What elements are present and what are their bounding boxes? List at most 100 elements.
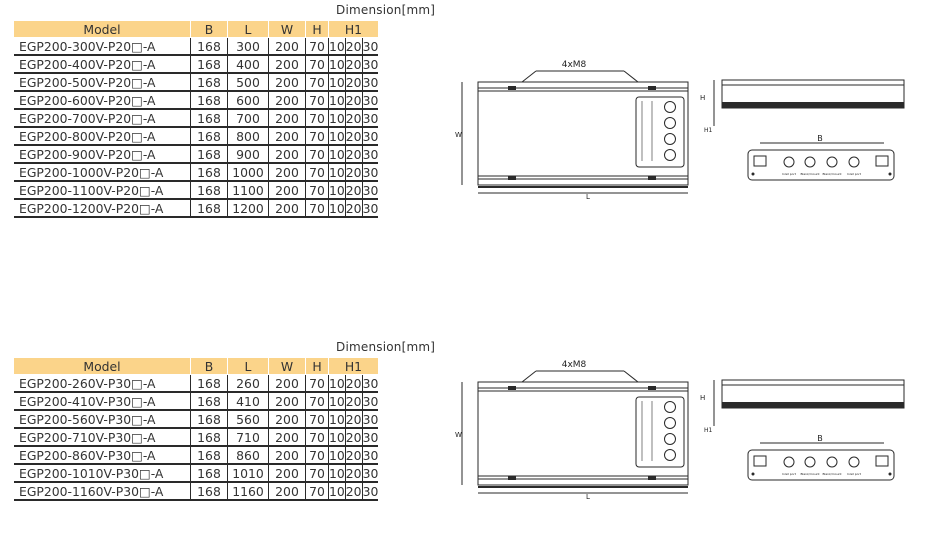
dimension-cell: 70: [305, 181, 329, 200]
dimension-cell: 10: [328, 428, 346, 447]
dimension-cell: 560: [227, 410, 269, 429]
dimension-cell: 20: [345, 91, 363, 110]
dimension-cell: 10: [328, 392, 346, 411]
dimension-cell: 168: [190, 199, 228, 218]
h-label: H: [700, 94, 705, 102]
dimension-cell: 30: [362, 446, 379, 465]
model-cell: EGP200-500V-P20□-A: [14, 73, 191, 92]
dimension-cell: 168: [190, 446, 228, 465]
dimension-cell: 600: [227, 91, 269, 110]
dimension-cell: 200: [268, 446, 306, 465]
header-h: H: [305, 358, 329, 375]
dimension-cell: 168: [190, 410, 228, 429]
dimension-cell: 10: [328, 145, 346, 164]
dimension-cell: 70: [305, 91, 329, 110]
port-label: Inlet port: [847, 172, 862, 176]
dimension-cell: 300: [227, 37, 269, 56]
dimension-cell: 30: [362, 127, 379, 146]
dimension-cell: 20: [345, 145, 363, 164]
dimension-cell: 168: [190, 464, 228, 483]
dimension-cell: 200: [268, 91, 306, 110]
dimension-cell: 168: [190, 91, 228, 110]
dimension-cell: 70: [305, 392, 329, 411]
model-cell: EGP200-300V-P20□-A: [14, 37, 191, 56]
dimension-cell: 30: [362, 163, 379, 182]
thread-label: 4xM8: [562, 60, 587, 70]
dimension-caption: Dimension[mm]: [336, 3, 436, 17]
model-cell: EGP200-1100V-P20□-A: [14, 181, 191, 200]
dimension-cell: 20: [345, 410, 363, 429]
dimension-cell: 10: [328, 55, 346, 74]
dimension-cell: 200: [268, 145, 306, 164]
model-cell: EGP200-1200V-P20□-A: [14, 199, 191, 218]
header-b: B: [190, 358, 228, 375]
dimension-cell: 710: [227, 428, 269, 447]
dimension-cell: 900: [227, 145, 269, 164]
header-w: W: [268, 358, 306, 375]
dimension-cell: 20: [345, 374, 363, 393]
dimension-cell: 20: [345, 73, 363, 92]
dimension-cell: 1200: [227, 199, 269, 218]
model-cell: EGP200-700V-P20□-A: [14, 109, 191, 128]
dimension-cell: 20: [345, 163, 363, 182]
dimension-cell: 168: [190, 181, 228, 200]
dimension-cell: 10: [328, 91, 346, 110]
dimension-cell: 168: [190, 145, 228, 164]
dimension-cell: 10: [328, 374, 346, 393]
header-model: Model: [14, 21, 191, 38]
b-label: B: [817, 134, 823, 143]
dimension-cell: 70: [305, 73, 329, 92]
l-label: L: [586, 193, 590, 201]
model-cell: EGP200-400V-P20□-A: [14, 55, 191, 74]
dimension-cell: 20: [345, 55, 363, 74]
dimension-cell: 10: [328, 410, 346, 429]
dimension-cell: 200: [268, 181, 306, 200]
dimension-cell: 700: [227, 109, 269, 128]
dimension-cell: 168: [190, 482, 228, 501]
side-view-drawing: H H1 B Inlet port Blank/mount Blank/moun…: [700, 79, 905, 181]
dimension-cell: 30: [362, 482, 379, 501]
model-cell: EGP200-710V-P30□-A: [14, 428, 191, 447]
model-cell: EGP200-800V-P20□-A: [14, 127, 191, 146]
dimension-cell: 200: [268, 199, 306, 218]
header-w: W: [268, 21, 306, 38]
dimension-cell: 200: [268, 109, 306, 128]
dimension-cell: 30: [362, 410, 379, 429]
dimension-cell: 168: [190, 428, 228, 447]
dimension-cell: 200: [268, 127, 306, 146]
dimension-cell: 260: [227, 374, 269, 393]
dimension-cell: 30: [362, 392, 379, 411]
dimension-cell: 20: [345, 446, 363, 465]
thread-label: 4xM8: [562, 360, 587, 370]
dimension-cell: 168: [190, 163, 228, 182]
model-cell: EGP200-560V-P30□-A: [14, 410, 191, 429]
dimension-cell: 200: [268, 37, 306, 56]
dimension-cell: 200: [268, 55, 306, 74]
dimension-cell: 200: [268, 73, 306, 92]
spec-section-p30: Dimension[mm] Model B L W H H1 EGP200-26…: [0, 270, 934, 540]
header-h1: H1: [328, 21, 379, 38]
dimension-cell: 10: [328, 199, 346, 218]
port-label: Inlet port: [847, 472, 862, 476]
h1-label: H1: [704, 127, 713, 134]
dimension-cell: 70: [305, 199, 329, 218]
dimension-cell: 1000: [227, 163, 269, 182]
header-l: L: [227, 21, 269, 38]
dimension-cell: 20: [345, 199, 363, 218]
dimension-cell: 30: [362, 374, 379, 393]
dimension-cell: 10: [328, 109, 346, 128]
port-label: Blank/mount: [822, 172, 842, 176]
dimension-cell: 200: [268, 392, 306, 411]
